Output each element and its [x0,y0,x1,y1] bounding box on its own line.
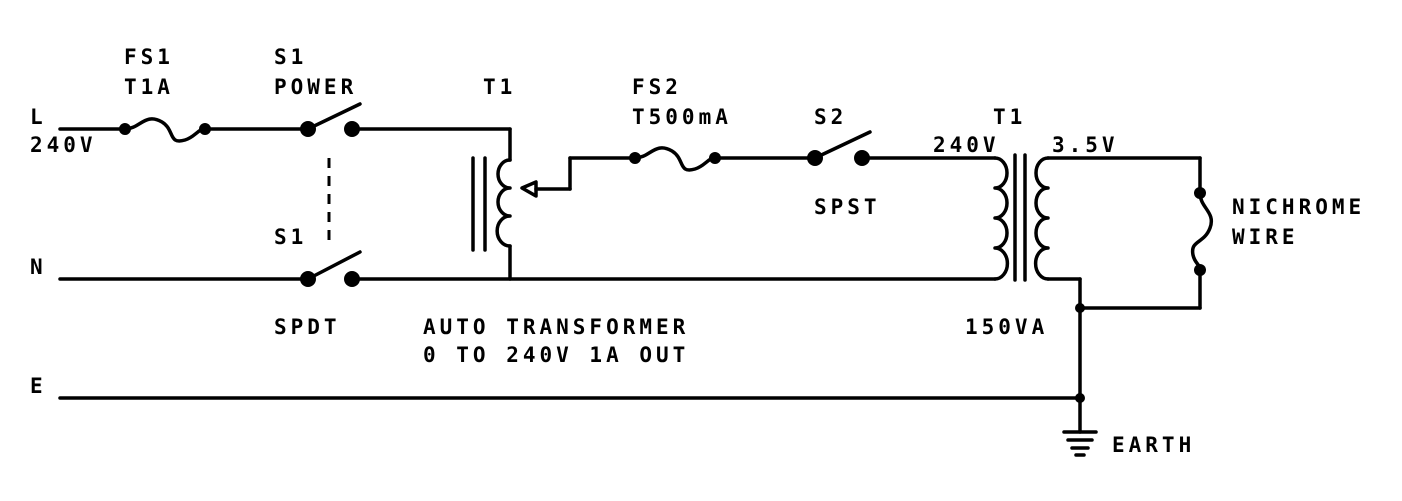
label-t1-left: T1 [483,75,516,99]
label-t1-right: T1 [993,105,1026,129]
label-fs2-ref: FS2 [632,75,682,99]
label-fs1-ref: FS1 [124,45,174,69]
line-rail [58,127,512,162]
label-line-L-voltage: 240V [30,133,97,157]
label-s1-ref-top: S1 [274,45,307,69]
label-line-L: L [30,105,47,129]
label-nichrome-1: NICHROME [1232,195,1365,219]
nichrome-wire-load [1075,156,1214,313]
earth-rail [58,306,1085,434]
label-s1-name: POWER [274,75,357,99]
label-fs2-value: T500mA [632,105,732,129]
label-fs1-value: T1A [124,75,174,99]
label-s2-type: SPST [814,195,881,219]
switch-s2 [807,130,997,166]
neutral-rail [58,244,997,281]
auto-transformer-t1 [471,156,637,252]
label-auto-transformer-2: 0 TO 240V 1A OUT [423,343,689,367]
label-s1-ref-bottom: S1 [274,225,307,249]
label-auto-transformer-1: AUTO TRANSFORMER [423,315,689,339]
label-s2-ref: S2 [814,105,847,129]
fuse-fs2 [629,146,817,172]
label-earth: EARTH [1112,433,1195,457]
switch-s1-top [300,102,362,137]
label-t1-primary: 240V [933,133,1000,157]
label-s1-type: SPDT [274,315,341,339]
label-line-N: N [30,255,47,279]
earth-ground-icon [1062,430,1098,457]
fuse-fs1 [119,117,211,143]
label-t1-secondary: 3.5V [1052,133,1119,157]
label-line-E: E [30,374,47,398]
switch-s1-bottom [300,250,362,287]
transformer-t1 [993,153,1202,310]
label-t1-rating: 150VA [965,315,1048,339]
label-nichrome-2: WIRE [1232,225,1299,249]
